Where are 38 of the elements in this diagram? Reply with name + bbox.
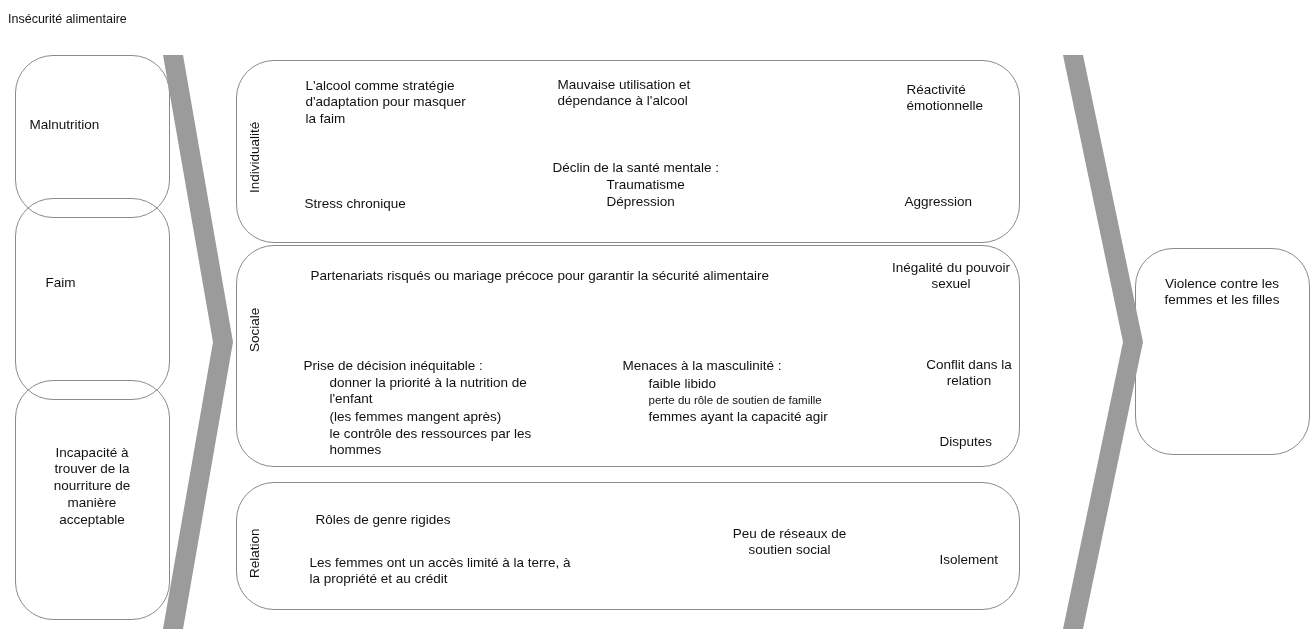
node-text: perte du rôle de soutien de famille (648, 392, 823, 407)
node-text: Inégalité du pouvoir sexuel (891, 259, 1011, 294)
category-band (236, 245, 1020, 467)
node-text: Mauvaise utilisation et dépendance à l'alcool (557, 76, 692, 111)
node-text: Menaces à la masculinité : (622, 357, 783, 375)
node-text: Déclin de la santé mentale : (552, 159, 721, 177)
node-text: Stress chronique (304, 195, 407, 213)
diagram-title: Insécurité alimentaire (8, 12, 127, 26)
category-band (236, 60, 1020, 243)
node-text: Peu de réseaux de soutien social (731, 525, 848, 560)
node-text: Malnutrition (29, 116, 101, 134)
node-text: Faim (45, 274, 77, 292)
band-heading: Relation (246, 527, 262, 578)
node-text: Violence contre les femmes et les filles (1163, 275, 1281, 310)
band-heading: Sociale (246, 307, 262, 352)
band-heading: Individualité (246, 121, 262, 193)
category-band (236, 482, 1020, 610)
node-text: Rôles de genre rigides (315, 511, 452, 529)
node-text: le contrôle des ressources par les hommes (329, 425, 533, 460)
rounded-box (15, 198, 170, 400)
node-text: Isolement (939, 551, 1000, 569)
node-text: Conflit dans la relation (925, 356, 1013, 391)
node-text: Traumatisme (606, 176, 686, 194)
node-text: Aggression (904, 193, 974, 211)
node-text: faible libido (648, 375, 718, 393)
node-text: (les femmes mangent après) (329, 408, 503, 426)
node-text: femmes ayant la capacité agir (648, 408, 829, 426)
node-text: Les femmes ont un accès limité à la terre, à la propriété et au crédit (309, 554, 572, 589)
node-text: donner la priorité à la nutrition de l'enfant (329, 374, 528, 409)
node-text: L'alcool comme stratégie d'adaptation pour masquer la faim (305, 77, 467, 129)
node-text: Incapacité à trouver de la nourriture de manière acceptable (52, 444, 132, 529)
node-text: Disputes (939, 433, 994, 451)
node-text: Prise de décision inéquitable : (303, 357, 484, 375)
chevron-shape (163, 55, 233, 629)
node-text: Dépression (606, 193, 676, 211)
node-text: Partenariats risqués ou mariage précoce pour garantir la sécurité alimentaire (310, 267, 770, 285)
node-text: Réactivité émotionnelle (906, 81, 985, 116)
chevron-shape (1063, 55, 1143, 629)
